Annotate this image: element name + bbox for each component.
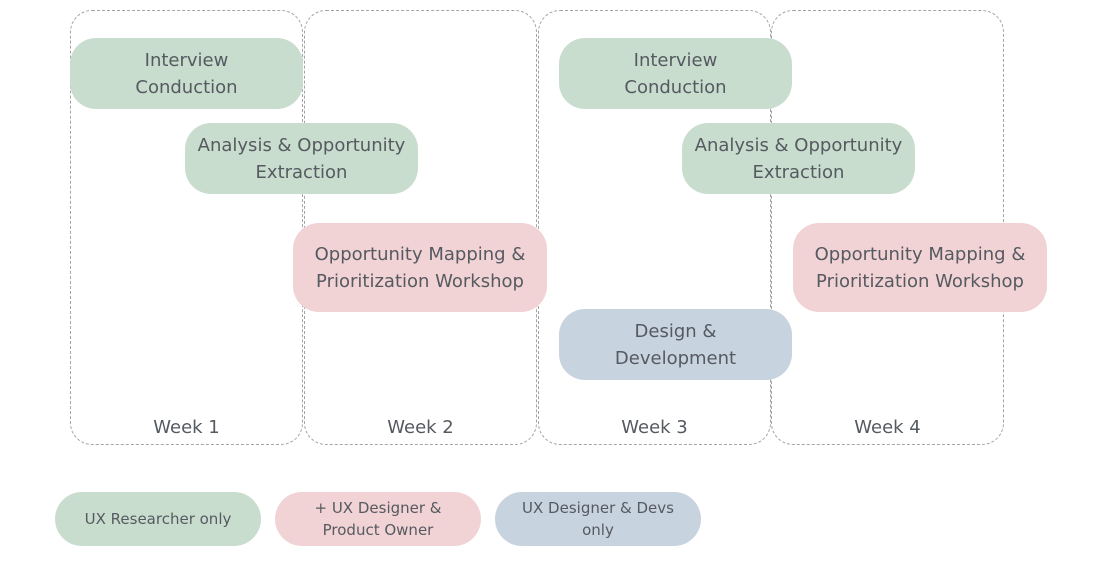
task-interview-conduction: Interview Conduction (559, 38, 792, 109)
legend-ux-designer-devs-only: UX Designer & Devs only (495, 492, 701, 546)
legend-ux-designer-product-owner: + UX Designer & Product Owner (275, 492, 481, 546)
week-label: Week 4 (854, 417, 921, 438)
legend-ux-researcher-only: UX Researcher only (55, 492, 261, 546)
week-label: Week 3 (621, 417, 688, 438)
task-design-development: Design & Development (559, 309, 792, 380)
task-analysis-opportunity-extraction: Analysis & Opportunity Extraction (185, 123, 418, 194)
week-label: Week 2 (387, 417, 454, 438)
week-label: Week 1 (153, 417, 220, 438)
task-analysis-opportunity-extraction: Analysis & Opportunity Extraction (682, 123, 915, 194)
week-column-3: Week 3 (538, 10, 771, 445)
task-opportunity-mapping-workshop: Opportunity Mapping & Prioritization Wor… (293, 223, 547, 312)
task-interview-conduction: Interview Conduction (70, 38, 303, 109)
task-opportunity-mapping-workshop: Opportunity Mapping & Prioritization Wor… (793, 223, 1047, 312)
